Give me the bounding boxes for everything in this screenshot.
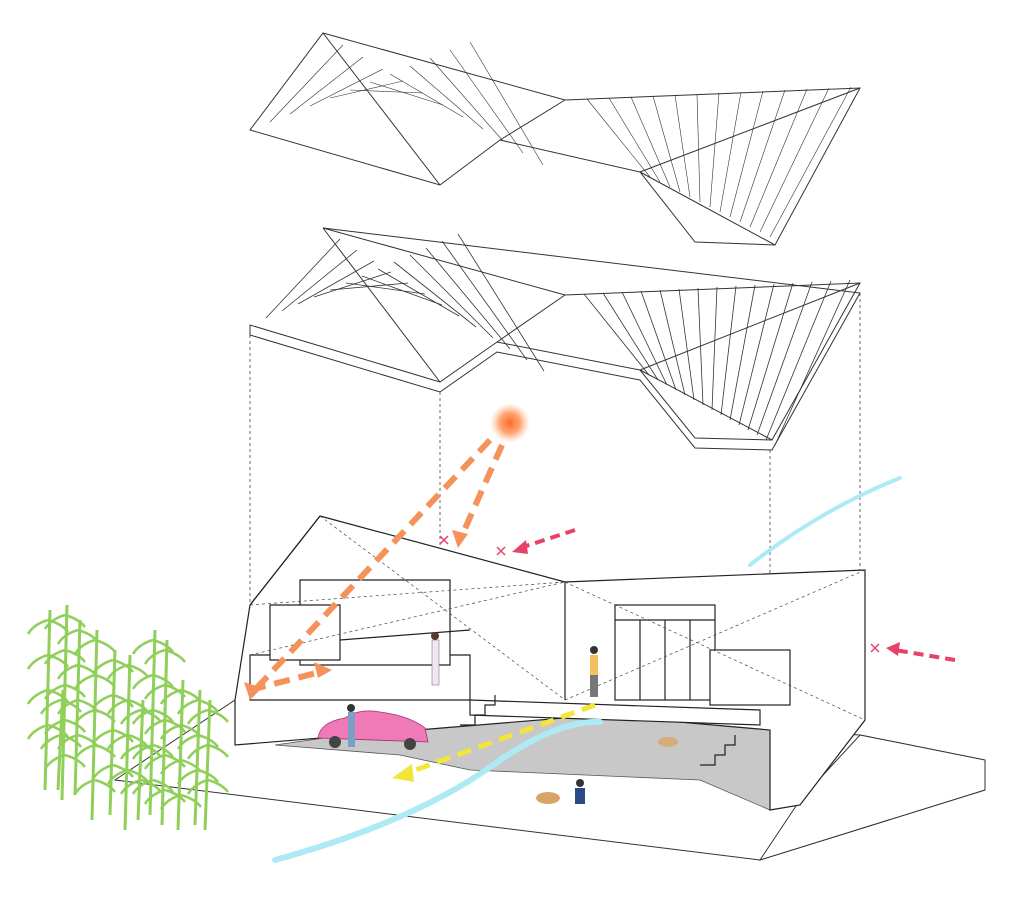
roof-rafter xyxy=(747,282,794,431)
roof-rafter xyxy=(297,260,375,305)
roof-tile-line xyxy=(349,89,424,94)
bamboo-stalk xyxy=(123,654,132,831)
roof-tile-line xyxy=(586,98,651,178)
roof-tile-line xyxy=(389,73,464,118)
roof-rafter xyxy=(457,233,545,372)
people xyxy=(347,632,598,804)
roof-tile-line xyxy=(739,89,786,223)
roof-rafter xyxy=(729,284,756,421)
roof-rafter xyxy=(659,289,686,396)
roof-rafter xyxy=(583,293,650,376)
wind-arrows xyxy=(519,528,956,662)
bamboo-leaves xyxy=(131,638,174,655)
roof-rafter xyxy=(345,282,426,295)
roof-rafter xyxy=(377,268,460,317)
roof-rafter xyxy=(602,292,659,381)
bamboo-leaves xyxy=(43,648,86,665)
roof-tile-line xyxy=(729,90,764,218)
bamboo-leaves xyxy=(176,733,219,750)
roof-rafter xyxy=(756,281,813,436)
roof-tile-line xyxy=(749,88,808,228)
roof-rafter xyxy=(425,247,511,350)
car xyxy=(317,710,429,750)
roof-rafter xyxy=(621,291,668,386)
bamboo-stalk xyxy=(108,649,117,816)
circulation-arrow xyxy=(409,702,596,775)
roof-tile-line xyxy=(329,80,404,99)
wind-arrowheads xyxy=(512,540,900,656)
roof-rafter xyxy=(361,275,443,306)
bamboo-leaves xyxy=(131,778,174,795)
roof-tile-line xyxy=(652,95,681,193)
roof-rafter xyxy=(441,240,528,361)
roof-tile-line xyxy=(769,86,852,238)
bamboo-leaves xyxy=(186,743,229,760)
bamboo-leaves xyxy=(186,778,229,795)
roof-rafter xyxy=(313,271,392,298)
roof-tile-line xyxy=(409,65,484,130)
bamboo-stalk xyxy=(176,679,185,831)
bamboo-leaves xyxy=(43,613,86,630)
dogs xyxy=(536,737,678,804)
roof-tile-line xyxy=(269,44,344,123)
bamboo-leaves xyxy=(186,708,229,725)
roof-rafter xyxy=(711,286,718,411)
bamboo-grove xyxy=(26,604,229,831)
roof-tile-line xyxy=(469,41,544,166)
bamboo-leaves xyxy=(176,768,219,785)
roof-rafter xyxy=(774,279,851,446)
blocked-markers xyxy=(439,535,880,653)
roof-tile-line xyxy=(696,93,701,203)
roof-rafter xyxy=(640,290,677,391)
breeze-streaks xyxy=(272,476,902,863)
bamboo-stalk xyxy=(160,639,169,826)
bamboo-stalk xyxy=(136,699,145,821)
bamboo-leaves xyxy=(159,793,202,810)
roof-tile-line xyxy=(449,49,524,154)
roof-tile-line xyxy=(759,87,830,233)
bamboo-stalk xyxy=(56,689,65,791)
roof-rafter xyxy=(409,254,494,339)
roof-tile-line xyxy=(630,96,671,188)
roof-tile-line xyxy=(608,97,661,183)
roof-rafter xyxy=(697,287,704,406)
roof-rafter xyxy=(678,288,695,401)
bamboo-stalk xyxy=(90,629,99,821)
bamboo-leaves xyxy=(106,663,149,680)
sun-icon xyxy=(490,403,530,443)
interior-dashed-lines xyxy=(249,515,866,721)
bamboo-leaves xyxy=(73,778,116,795)
bamboo-leaves xyxy=(43,753,86,770)
roof-rafter xyxy=(281,249,358,312)
circulation-arrowhead xyxy=(392,764,414,782)
roof-tile-line xyxy=(674,94,691,198)
roof-tile-line xyxy=(369,81,444,106)
sunlight-arrows xyxy=(247,437,505,698)
roof-cladding xyxy=(249,32,861,246)
roof-tile-line xyxy=(429,57,504,142)
roof-rafter xyxy=(738,283,775,426)
bamboo-leaves xyxy=(143,648,186,665)
bamboo-leaves xyxy=(39,733,82,750)
roof-tile-line xyxy=(309,68,384,107)
bamboo-stalk xyxy=(43,609,52,791)
bamboo-leaves xyxy=(73,743,116,760)
bamboo-leaves xyxy=(119,743,162,760)
bamboo-leaves xyxy=(119,708,162,725)
bamboo-leaves xyxy=(119,778,162,795)
roof-rafter xyxy=(765,280,832,441)
roof-tile-line xyxy=(709,92,720,208)
house-shell xyxy=(234,515,866,811)
sunlight-arrowheads xyxy=(244,530,468,700)
roof-tile-line xyxy=(719,91,742,213)
roof-tile-line xyxy=(289,56,364,115)
roof-rafter xyxy=(265,238,341,319)
roof-rafter xyxy=(393,261,477,328)
bamboo-leaves xyxy=(39,698,82,715)
bamboo-stalk xyxy=(203,699,212,831)
roof-framing xyxy=(249,227,861,451)
bamboo-stalk xyxy=(60,604,69,801)
roof-rafter xyxy=(720,285,737,416)
